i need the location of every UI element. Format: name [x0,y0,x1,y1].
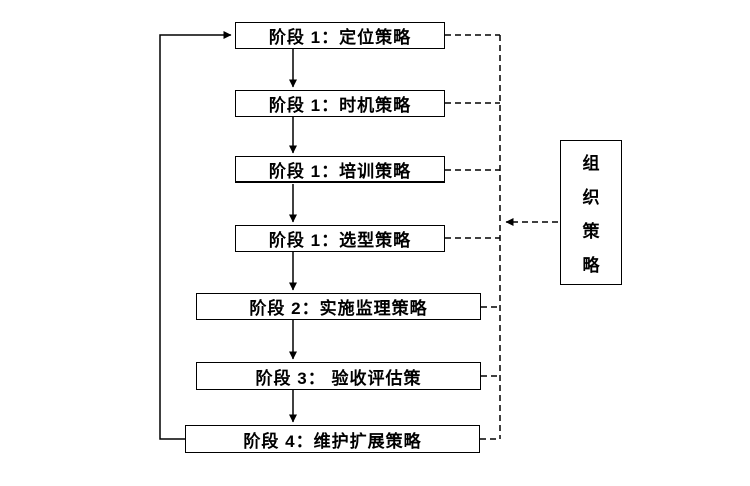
stage-box-acceptance-label: 阶段 3： 验收评估策 [255,368,422,388]
stage-box-maintenance: 阶段 4：维护扩展策略 [185,425,480,453]
stage-box-selection-label: 阶段 1：选型策略 [268,231,412,250]
organization-strategy-box: 组 织 策 略 [560,140,622,285]
stage-box-timing-label: 阶段 1：时机策略 [268,96,412,115]
stage-box-acceptance: 阶段 3： 验收评估策 [196,362,481,390]
stage-box-selection: 阶段 1：选型策略 [235,225,445,252]
stage-box-training: 阶段 1：培训策略 [235,156,445,183]
stage-box-positioning-label: 阶段 1：定位策略 [268,28,412,47]
stage-box-supervision: 阶段 2：实施监理策略 [196,293,481,320]
organization-strategy-char-1: 组 [582,154,600,173]
stage-box-supervision-label: 阶段 2：实施监理策略 [249,299,428,318]
organization-strategy-char-3: 策 [582,222,600,241]
stage-box-timing: 阶段 1：时机策略 [235,90,445,117]
organization-strategy-char-2: 织 [582,188,600,207]
feedback-loop-line [159,31,232,440]
stage-box-maintenance-label: 阶段 4：维护扩展策略 [243,431,422,451]
organization-strategy-char-4: 略 [582,256,600,275]
stage-box-positioning: 阶段 1：定位策略 [235,22,445,49]
stage-box-training-label: 阶段 1：培训策略 [268,161,412,181]
